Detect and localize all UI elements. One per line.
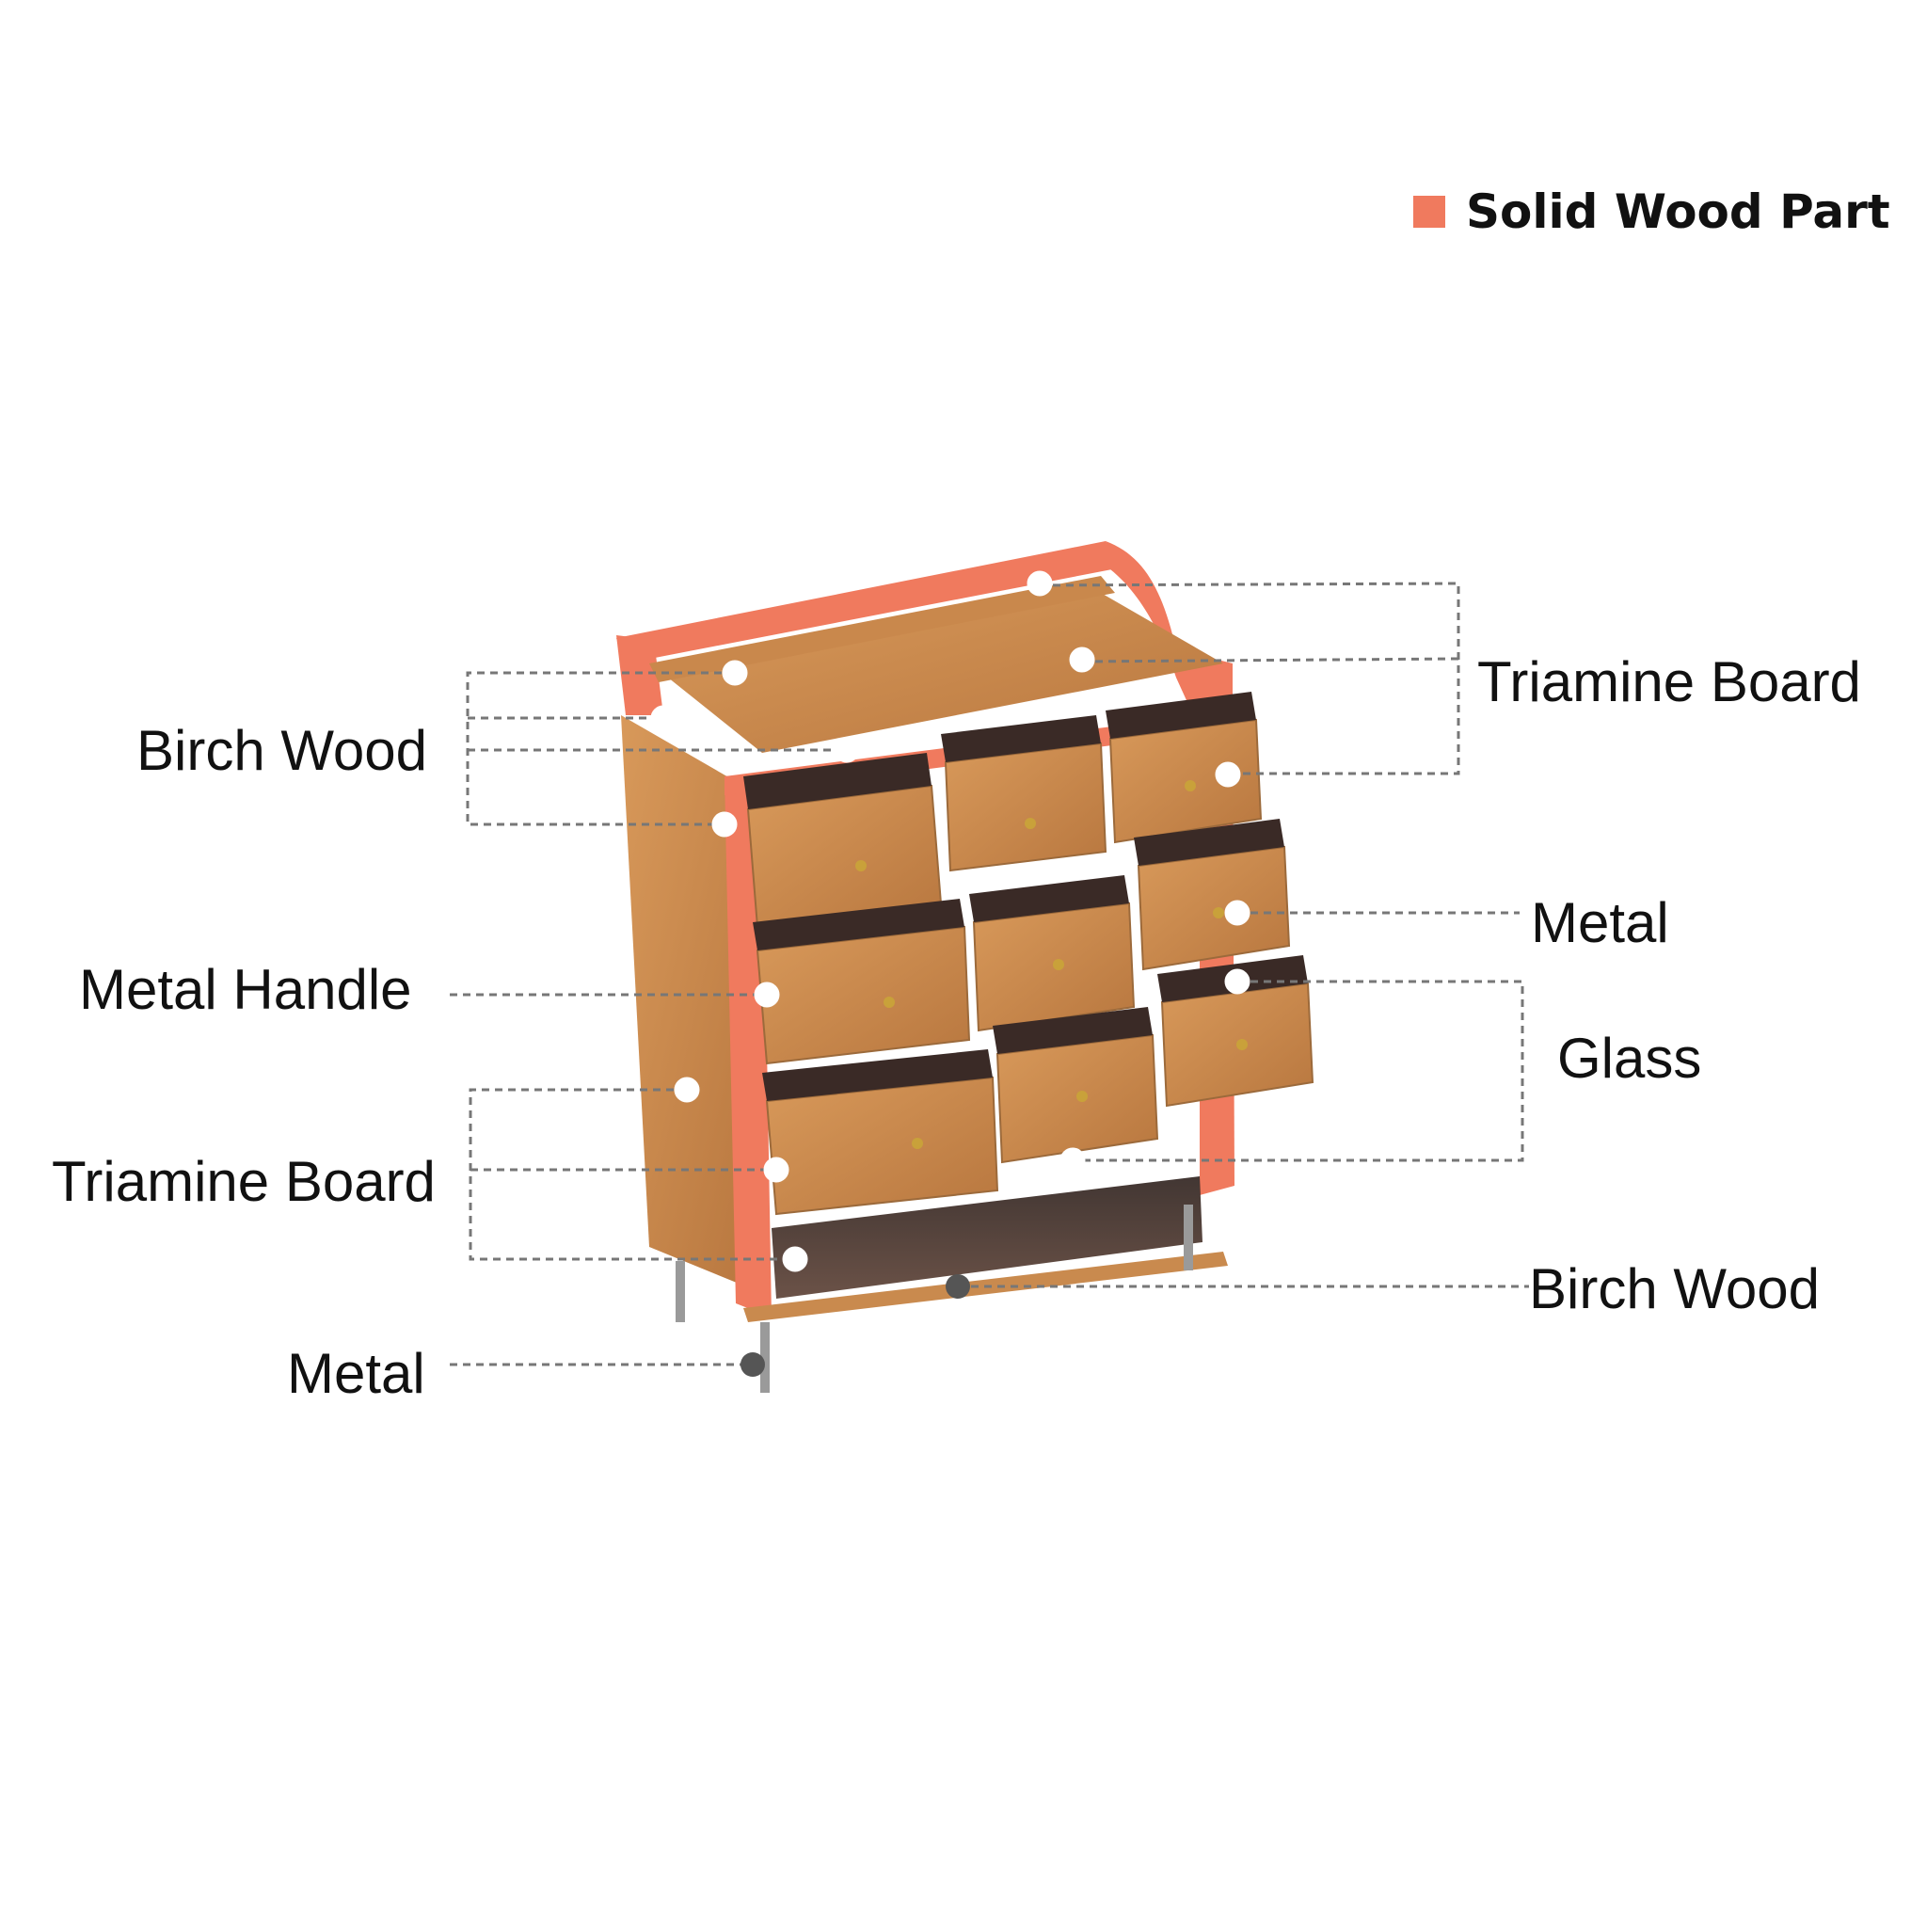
label-metal-bottom: Metal: [287, 1342, 425, 1405]
marker-dot: [782, 1246, 808, 1272]
label-triamine-board-top: Triamine Board: [1477, 650, 1861, 713]
leg-back-left: [676, 1261, 685, 1322]
leader-triamine-left: [469, 1088, 795, 1261]
legend-label: Solid Wood Part: [1466, 184, 1890, 239]
legend: Solid Wood Part: [1413, 184, 1890, 240]
label-birch-wood-bottom: Birch Wood: [1529, 1257, 1821, 1320]
top-shelf: [659, 593, 1223, 753]
glass-panel: [772, 1176, 1202, 1299]
label-metal-handle: Metal Handle: [79, 958, 412, 1021]
side-panel: [621, 715, 753, 1289]
leader-glass: [1073, 980, 1524, 1162]
marker-dot: [1069, 647, 1095, 673]
leg-front-left: [760, 1322, 770, 1393]
marker-dot: [1215, 761, 1241, 788]
marker-dot: [1027, 570, 1053, 597]
marker-dot: [763, 1157, 789, 1183]
leader-triamine-top: [1039, 582, 1460, 775]
marker-dot: [1224, 968, 1250, 995]
marker-dot: [834, 737, 860, 763]
marker-dot: [1059, 1147, 1086, 1174]
label-birch-wood-left: Birch Wood: [136, 719, 428, 782]
marker-dot: [1224, 900, 1250, 926]
marker-dot: [674, 1077, 700, 1103]
top-rail: [616, 541, 1112, 663]
drawer-row-2: [753, 819, 1291, 1065]
label-triamine-board-left: Triamine Board: [52, 1150, 436, 1213]
legend-swatch: [1413, 196, 1445, 228]
marker-dot: [722, 660, 748, 686]
top-shelf-back: [649, 576, 1115, 682]
marker-dot-dark: [946, 1274, 970, 1299]
label-metal-right: Metal: [1531, 891, 1669, 954]
marker-dot-dark: [741, 1352, 765, 1377]
marker-dot: [754, 982, 780, 1008]
label-glass: Glass: [1557, 1027, 1702, 1090]
leg-front-right: [1184, 1205, 1193, 1270]
marker-dot: [711, 811, 738, 838]
drawer-row-3: [762, 955, 1314, 1216]
marker-dot: [650, 705, 677, 731]
